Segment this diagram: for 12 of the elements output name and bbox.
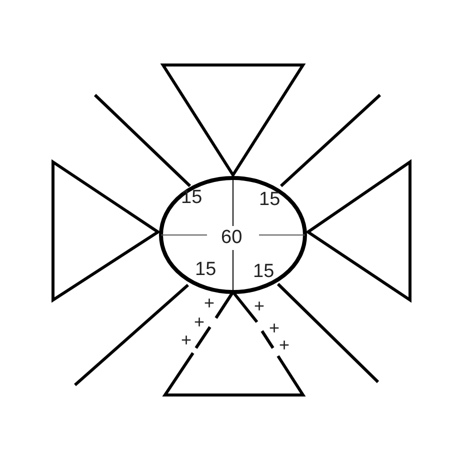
stitch-mark: + <box>194 313 205 331</box>
stitch-mark: + <box>279 336 290 354</box>
oval-outline <box>159 176 307 294</box>
stitch-mark: + <box>181 331 192 349</box>
measurement-label: 15 <box>253 262 274 282</box>
stitch-mark: + <box>204 294 215 312</box>
measurement-label: 15 <box>195 260 216 280</box>
measurement-label: 15 <box>181 188 202 208</box>
stitch-mark: + <box>254 297 265 315</box>
measurement-label: 60 <box>221 228 242 248</box>
measurement-label: 15 <box>259 190 280 210</box>
stitch-mark: + <box>269 319 280 337</box>
